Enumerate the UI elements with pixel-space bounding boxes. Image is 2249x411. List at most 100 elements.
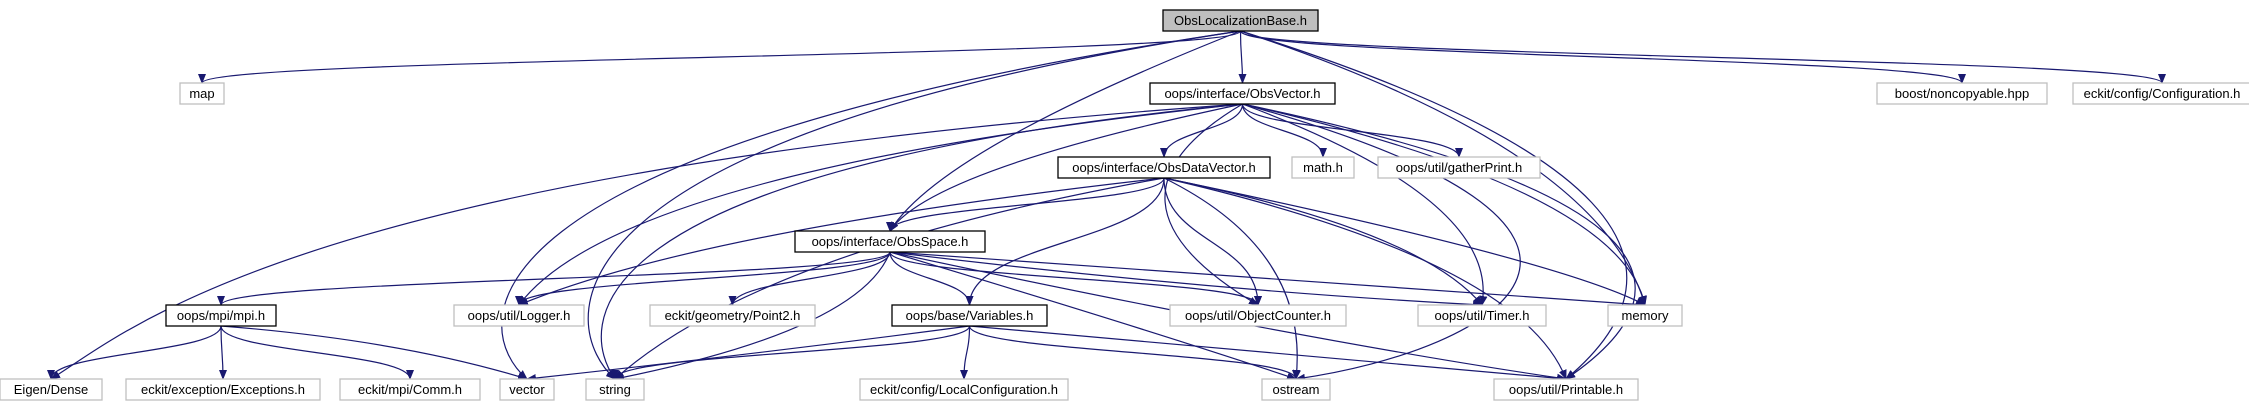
- edge-obsspace-to-logger: [515, 251, 891, 306]
- nodes-layer: ObsLocalizationBase.h map oops/interface/O…: [0, 9, 2249, 401]
- node-box-memory: [1607, 304, 1683, 327]
- node-mpi[interactable]: oops/mpi/mpi.h: [165, 304, 277, 327]
- edge-root-to-obsspace: [889, 30, 1241, 232]
- node-box-ostream: [1261, 378, 1331, 401]
- node-root[interactable]: ObsLocalizationBase.h: [1162, 9, 1319, 32]
- edge-obsvector-to-ostream: [1242, 103, 1521, 382]
- node-box-objectcounter: [1169, 304, 1347, 327]
- edge-obsvector-to-timer: [1242, 103, 1488, 306]
- node-string: string: [585, 378, 645, 401]
- node-boost: boost/noncopyable.hpp: [1876, 82, 2048, 105]
- edge-mpi-to-comm: [220, 325, 414, 380]
- edge-root-to-printable: [1240, 30, 1628, 380]
- node-objectcounter: oops/util/ObjectCounter.h: [1169, 304, 1347, 327]
- edge-obsvector-to-logger: [518, 103, 1243, 306]
- edge-obsspace-to-variables: [889, 251, 974, 306]
- edge-obsvector-to-eigen: [50, 103, 1243, 380]
- node-map: map: [179, 82, 225, 105]
- edge-root-to-vector: [501, 30, 1241, 380]
- node-label-root: ObsLocalizationBase.h: [1174, 13, 1307, 28]
- node-label-localconfig: eckit/config/LocalConfiguration.h: [870, 382, 1058, 397]
- node-ostream: ostream: [1261, 378, 1331, 401]
- edges-layer: [47, 30, 2166, 383]
- edge-obsdatavector-to-memory: [1163, 177, 1646, 306]
- node-label-configuration: eckit/config/Configuration.h: [2084, 86, 2241, 101]
- node-label-ostream: ostream: [1273, 382, 1320, 397]
- node-box-logger: [453, 304, 585, 327]
- edge-obsvector-to-memory: [1242, 103, 1647, 306]
- node-comm: eckit/mpi/Comm.h: [339, 378, 481, 401]
- node-box-root: [1162, 9, 1319, 32]
- node-box-obsspace: [794, 230, 986, 253]
- node-label-timer: oops/util/Timer.h: [1435, 308, 1530, 323]
- edge-obsdatavector-to-obsspace: [886, 177, 1165, 232]
- node-math: math.h: [1291, 156, 1355, 179]
- node-box-map: [179, 82, 225, 105]
- edge-root-to-configuration: [1239, 30, 2166, 84]
- node-label-printable: oops/util/Printable.h: [1509, 382, 1623, 397]
- node-label-obsdatavector: oops/interface/ObsDataVector.h: [1072, 160, 1256, 175]
- edge-obsvector-to-obsspace: [889, 103, 1243, 232]
- node-printable: oops/util/Printable.h: [1493, 378, 1639, 401]
- node-box-string: [585, 378, 645, 401]
- node-label-logger: oops/util/Logger.h: [468, 308, 571, 323]
- edge-mpi-to-vector: [220, 325, 528, 381]
- node-localconfig: eckit/config/LocalConfiguration.h: [859, 378, 1069, 401]
- edge-obsspace-to-memory: [889, 251, 1646, 309]
- edge-obsdatavector-to-logger: [518, 177, 1165, 306]
- edge-obsdatavector-to-ostream: [1163, 177, 1301, 380]
- edge-obsspace-to-point2: [728, 251, 891, 306]
- node-obsvector[interactable]: oops/interface/ObsVector.h: [1149, 82, 1336, 105]
- node-box-variables: [891, 304, 1048, 327]
- node-box-timer: [1417, 304, 1547, 327]
- node-eigen: Eigen/Dense: [0, 378, 103, 401]
- edge-mpi-to-eigen: [47, 325, 222, 380]
- edge-obsspace-to-mpi: [217, 251, 891, 306]
- edge-obsvector-to-printable: [1242, 103, 1636, 380]
- node-box-vector: [499, 378, 555, 401]
- node-label-point2: eckit/geometry/Point2.h: [665, 308, 801, 323]
- node-memory: memory: [1607, 304, 1683, 327]
- node-obsspace[interactable]: oops/interface/ObsSpace.h: [794, 230, 986, 253]
- node-obsdatavector[interactable]: oops/interface/ObsDataVector.h: [1057, 156, 1271, 179]
- edge-obsspace-to-ostream: [889, 251, 1297, 380]
- node-label-obsvector: oops/interface/ObsVector.h: [1164, 86, 1320, 101]
- edge-root-to-string: [587, 30, 1241, 380]
- node-box-point2: [649, 304, 816, 327]
- node-label-comm: eckit/mpi/Comm.h: [358, 382, 462, 397]
- node-box-eigen: [0, 378, 103, 401]
- node-box-math: [1291, 156, 1355, 179]
- node-label-exceptions: eckit/exception/Exceptions.h: [141, 382, 305, 397]
- edge-obsspace-to-printable: [889, 251, 1567, 382]
- node-box-printable: [1493, 378, 1639, 401]
- edge-obsdatavector-to-variables: [965, 177, 1165, 306]
- node-label-mpi: oops/mpi/mpi.h: [177, 308, 265, 323]
- node-label-objectcounter: oops/util/ObjectCounter.h: [1185, 308, 1331, 323]
- edge-obsvector-to-obsdatavector: [1160, 103, 1244, 158]
- node-label-vector: vector: [509, 382, 545, 397]
- edge-variables-to-printable: [969, 325, 1567, 383]
- edge-obsspace-to-timer: [889, 251, 1483, 309]
- edge-variables-to-vector: [526, 325, 970, 383]
- edge-obsvector-to-gatherprint: [1241, 103, 1463, 158]
- node-box-configuration: [2072, 82, 2249, 105]
- node-box-boost: [1876, 82, 2048, 105]
- node-box-gatherprint: [1377, 156, 1541, 179]
- node-label-string: string: [599, 382, 631, 397]
- node-variables[interactable]: oops/base/Variables.h: [891, 304, 1048, 327]
- edge-mpi-to-exceptions: [218, 325, 227, 380]
- edge-variables-to-string: [611, 325, 971, 380]
- node-label-math: math.h: [1303, 160, 1343, 175]
- edge-variables-to-ostream: [968, 325, 1300, 380]
- node-label-map: map: [189, 86, 214, 101]
- node-box-obsvector: [1149, 82, 1336, 105]
- node-box-obsdatavector: [1057, 156, 1271, 179]
- node-configuration: eckit/config/Configuration.h: [2072, 82, 2249, 105]
- node-point2: eckit/geometry/Point2.h: [649, 304, 816, 327]
- node-label-eigen: Eigen/Dense: [14, 382, 88, 397]
- node-box-localconfig: [859, 378, 1069, 401]
- node-timer: oops/util/Timer.h: [1417, 304, 1547, 327]
- node-label-memory: memory: [1622, 308, 1669, 323]
- node-box-exceptions: [125, 378, 321, 401]
